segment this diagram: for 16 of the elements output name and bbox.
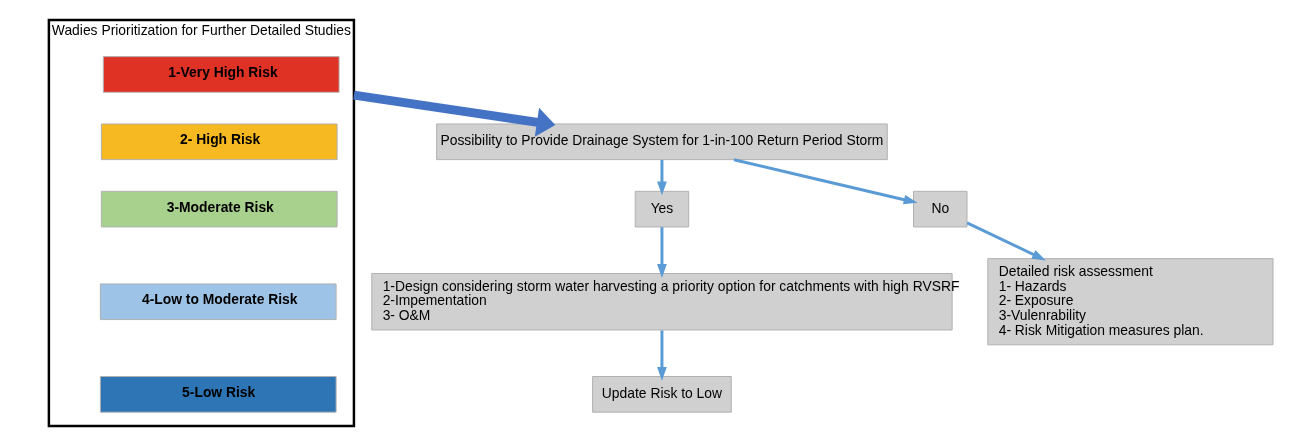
node-box: 5-Low Risk <box>99 376 337 413</box>
node-box: Detailed risk assessment 1- Hazards 2- Exposure 3-Vulenrability 4- Risk Mitigation measures plan. <box>987 258 1274 346</box>
arrow <box>657 159 667 196</box>
node-box: No <box>913 190 968 228</box>
arrow <box>657 330 667 381</box>
node-box: 2- High Risk <box>100 123 338 161</box>
arrow <box>657 227 667 278</box>
node-box: Update Risk to Low <box>592 376 732 413</box>
arrow <box>966 221 1046 261</box>
node-box: 3-Moderate Risk <box>100 190 338 228</box>
arrow <box>733 158 918 205</box>
node-box: Yes <box>634 190 690 228</box>
node-box: Possibility to Provide Drainage System for 1-in-100 Return Period Storm <box>436 123 888 161</box>
node-box: 1-Very High Risk <box>102 56 340 93</box>
node-box: 4-Low to Moderate Risk <box>99 283 337 321</box>
arrow <box>353 90 556 137</box>
